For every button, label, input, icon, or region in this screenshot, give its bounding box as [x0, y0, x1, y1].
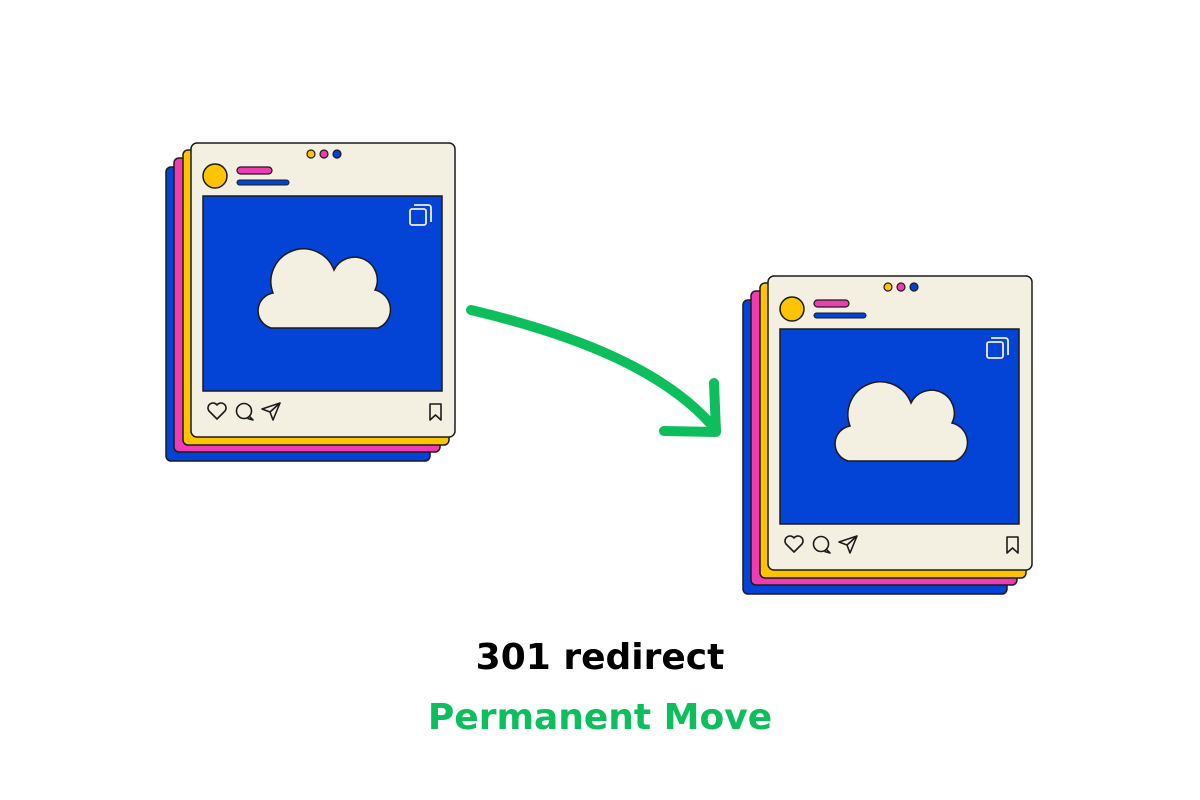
send-icon	[838, 535, 858, 554]
heart-icon	[207, 402, 227, 420]
window-dot-blue	[332, 149, 342, 159]
diagram-title: 301 redirect	[475, 637, 725, 678]
window-dot-magenta	[896, 282, 906, 292]
window-dot-yellow	[883, 282, 893, 292]
multiple-images-icon	[409, 204, 432, 226]
window-dot-magenta	[319, 149, 329, 159]
arrow-shaft	[466, 305, 721, 435]
diagram-subtitle: Permanent Move	[427, 697, 773, 738]
window-dot-yellow	[306, 149, 316, 159]
comment-icon	[235, 402, 254, 421]
username-bar	[236, 166, 273, 175]
bookmark-icon	[429, 403, 442, 421]
username-bar	[813, 299, 850, 308]
window-dot-blue	[909, 282, 919, 292]
redirect-arrow	[466, 305, 721, 437]
cloud-icon	[257, 248, 392, 329]
send-icon	[261, 402, 281, 421]
multiple-images-icon	[986, 337, 1009, 359]
caption-bar	[813, 312, 867, 319]
avatar	[202, 163, 228, 189]
cloud-icon	[834, 381, 969, 462]
heart-icon	[784, 535, 804, 553]
caption-bar	[236, 179, 290, 186]
bookmark-icon	[1006, 536, 1019, 554]
destination-post-stack	[742, 275, 1033, 595]
post-card	[767, 275, 1033, 571]
arrow-head	[659, 378, 721, 437]
comment-icon	[812, 535, 831, 554]
avatar	[779, 296, 805, 322]
source-post-stack	[165, 142, 456, 462]
post-card	[190, 142, 456, 438]
